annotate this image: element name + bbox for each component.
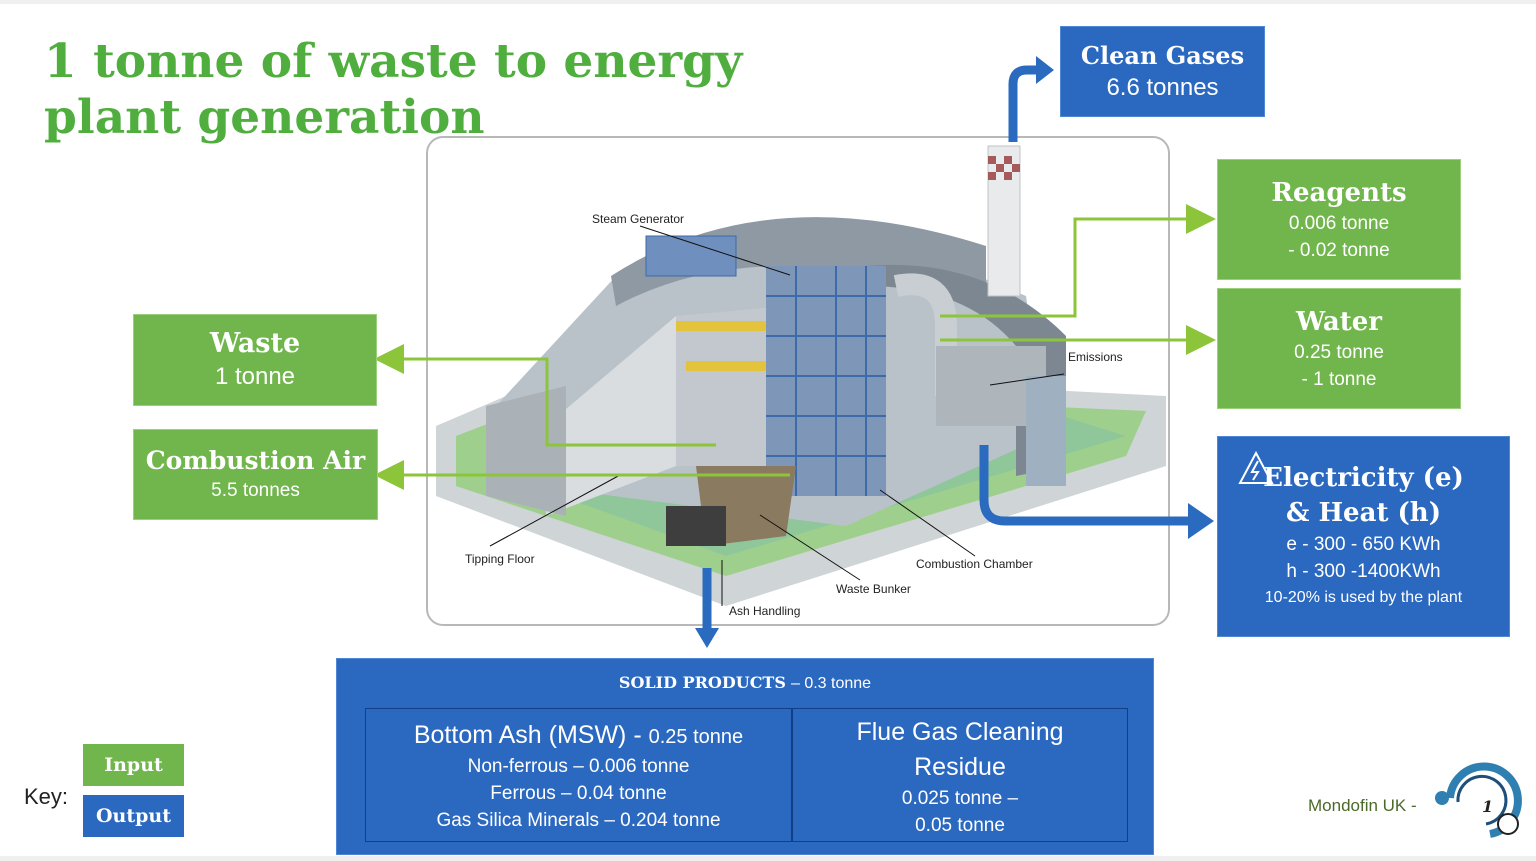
page-number: 1 (1482, 797, 1493, 816)
key-output-swatch: Output (83, 795, 184, 837)
reagents-box: Reagents 0.006 tonne - 0.02 tonne (1217, 159, 1461, 280)
combustion-air-heading: Combustion Air (145, 446, 366, 475)
electricity-value: e - 300 - 650 KWh (1286, 534, 1441, 555)
combustion-air-input-box: Combustion Air 5.5 tonnes (133, 429, 378, 520)
flue-gas-value-2: 0.05 tonne (915, 815, 1005, 836)
key-input-swatch: Input (83, 744, 184, 786)
bottom-ash-item: Non-ferrous – 0.006 tonne (467, 756, 690, 777)
waste-value: 1 tonne (214, 363, 296, 390)
solid-products-box: SOLID PRODUCTS – 0.3 tonne Bottom Ash (M… (336, 658, 1154, 855)
bottom-ash-heading: Bottom Ash (MSW) - (413, 721, 642, 749)
solid-products-value: – 0.3 tonne (790, 675, 872, 692)
clean-gases-value: 6.6 tonnes (1106, 74, 1219, 101)
solid-arrowhead (695, 628, 719, 648)
label-ash-handling: Ash Handling (729, 604, 801, 618)
solid-products-heading: SOLID PRODUCTS (618, 673, 786, 692)
heat-value: h - 300 -1400KWh (1286, 561, 1441, 582)
clean-gases-heading: Clean Gases (1080, 41, 1245, 70)
reagents-heading: Reagents (1271, 178, 1407, 208)
clean-gas-arrowhead (1036, 56, 1054, 84)
reagents-value-2: - 0.02 tonne (1288, 240, 1390, 261)
water-heading: Water (1295, 307, 1383, 337)
flue-gas-value-1: 0.025 tonne – (901, 788, 1019, 809)
label-emissions: Emissions (1068, 350, 1123, 364)
electricity-heading: Electricity (e) (1263, 463, 1464, 493)
flue-gas-heading-2: Residue (914, 753, 1006, 781)
label-combustion-chamber: Combustion Chamber (916, 557, 1033, 571)
label-steam-generator: Steam Generator (592, 212, 685, 226)
solid-products-title: SOLID PRODUCTS – 0.3 tonne (337, 673, 1153, 694)
plant-usage-note: 10-20% is used by the plant (1264, 589, 1463, 606)
waste-input-box: Waste 1 tonne (133, 314, 377, 406)
bottom-ash-item: Gas Silica Minerals – 0.204 tonne (436, 810, 721, 831)
key-label: Key: (24, 784, 69, 809)
waste-heading: Waste (209, 328, 301, 359)
water-value-1: 0.25 tonne (1294, 342, 1384, 363)
mondofin-logo-icon: 1 (1435, 762, 1522, 838)
clean-gas-arrow-shaft (1008, 65, 1040, 142)
flue-gas-heading-1: Flue Gas Cleaning (856, 718, 1064, 746)
bottom-ash-value: 0.25 tonne (648, 726, 744, 748)
electricity-heat-output-box: Electricity (e) & Heat (h) e - 300 - 650… (1217, 436, 1510, 637)
label-tipping-floor: Tipping Floor (465, 552, 535, 566)
flue-gas-residue-panel: Flue Gas Cleaning Residue 0.025 tonne – … (792, 708, 1128, 842)
water-value-2: - 1 tonne (1301, 369, 1377, 390)
reagents-value-1: 0.006 tonne (1288, 213, 1390, 234)
bottom-ash-heading-line: Bottom Ash (MSW) - 0.25 tonne (366, 719, 791, 753)
clean-gases-output-box: Clean Gases 6.6 tonnes (1060, 26, 1265, 117)
bottom-ash-item: Ferrous – 0.04 tonne (490, 783, 667, 804)
footer-company: Mondofin UK - (1308, 796, 1417, 815)
page-title: 1 tonne of waste to energy plant generat… (44, 34, 743, 145)
heat-heading: & Heat (h) (1285, 498, 1442, 528)
high-voltage-warning-icon (1238, 451, 1274, 484)
water-box: Water 0.25 tonne - 1 tonne (1217, 288, 1461, 409)
combustion-air-value: 5.5 tonnes (211, 480, 300, 501)
bottom-ash-panel: Bottom Ash (MSW) - 0.25 tonne Non-ferrou… (365, 708, 792, 842)
electricity-arrowhead (1188, 503, 1214, 539)
label-waste-bunker: Waste Bunker (836, 582, 911, 596)
plant-illustration (426, 136, 1170, 626)
